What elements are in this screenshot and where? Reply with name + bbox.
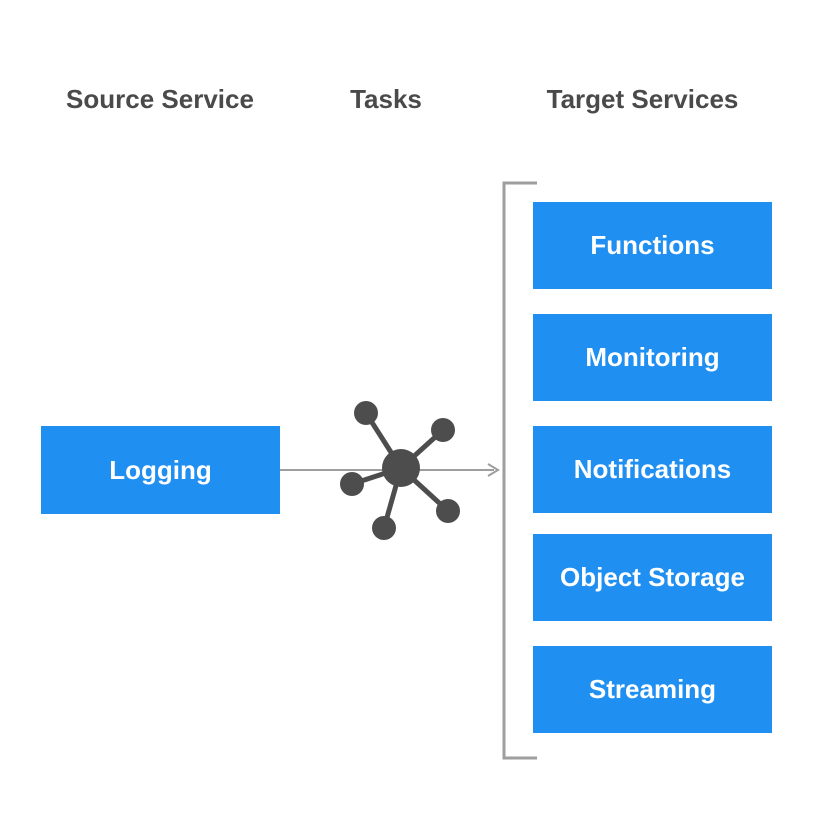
tasks-heading: Tasks <box>350 84 422 114</box>
source-logging-box: Logging <box>41 426 280 514</box>
hub-network-icon <box>340 401 460 540</box>
target-streaming-box: Streaming <box>533 646 772 733</box>
flow-arrow-head <box>487 463 500 477</box>
target-functions-box: Functions <box>533 202 772 289</box>
target-bracket <box>502 181 537 760</box>
source-service-heading: Source Service <box>66 84 254 114</box>
target-notifications-box: Notifications <box>533 426 772 513</box>
target-object-storage-box: Object Storage <box>533 534 772 621</box>
target-services-heading: Target Services <box>546 84 739 114</box>
target-monitoring-box: Monitoring <box>533 314 772 401</box>
